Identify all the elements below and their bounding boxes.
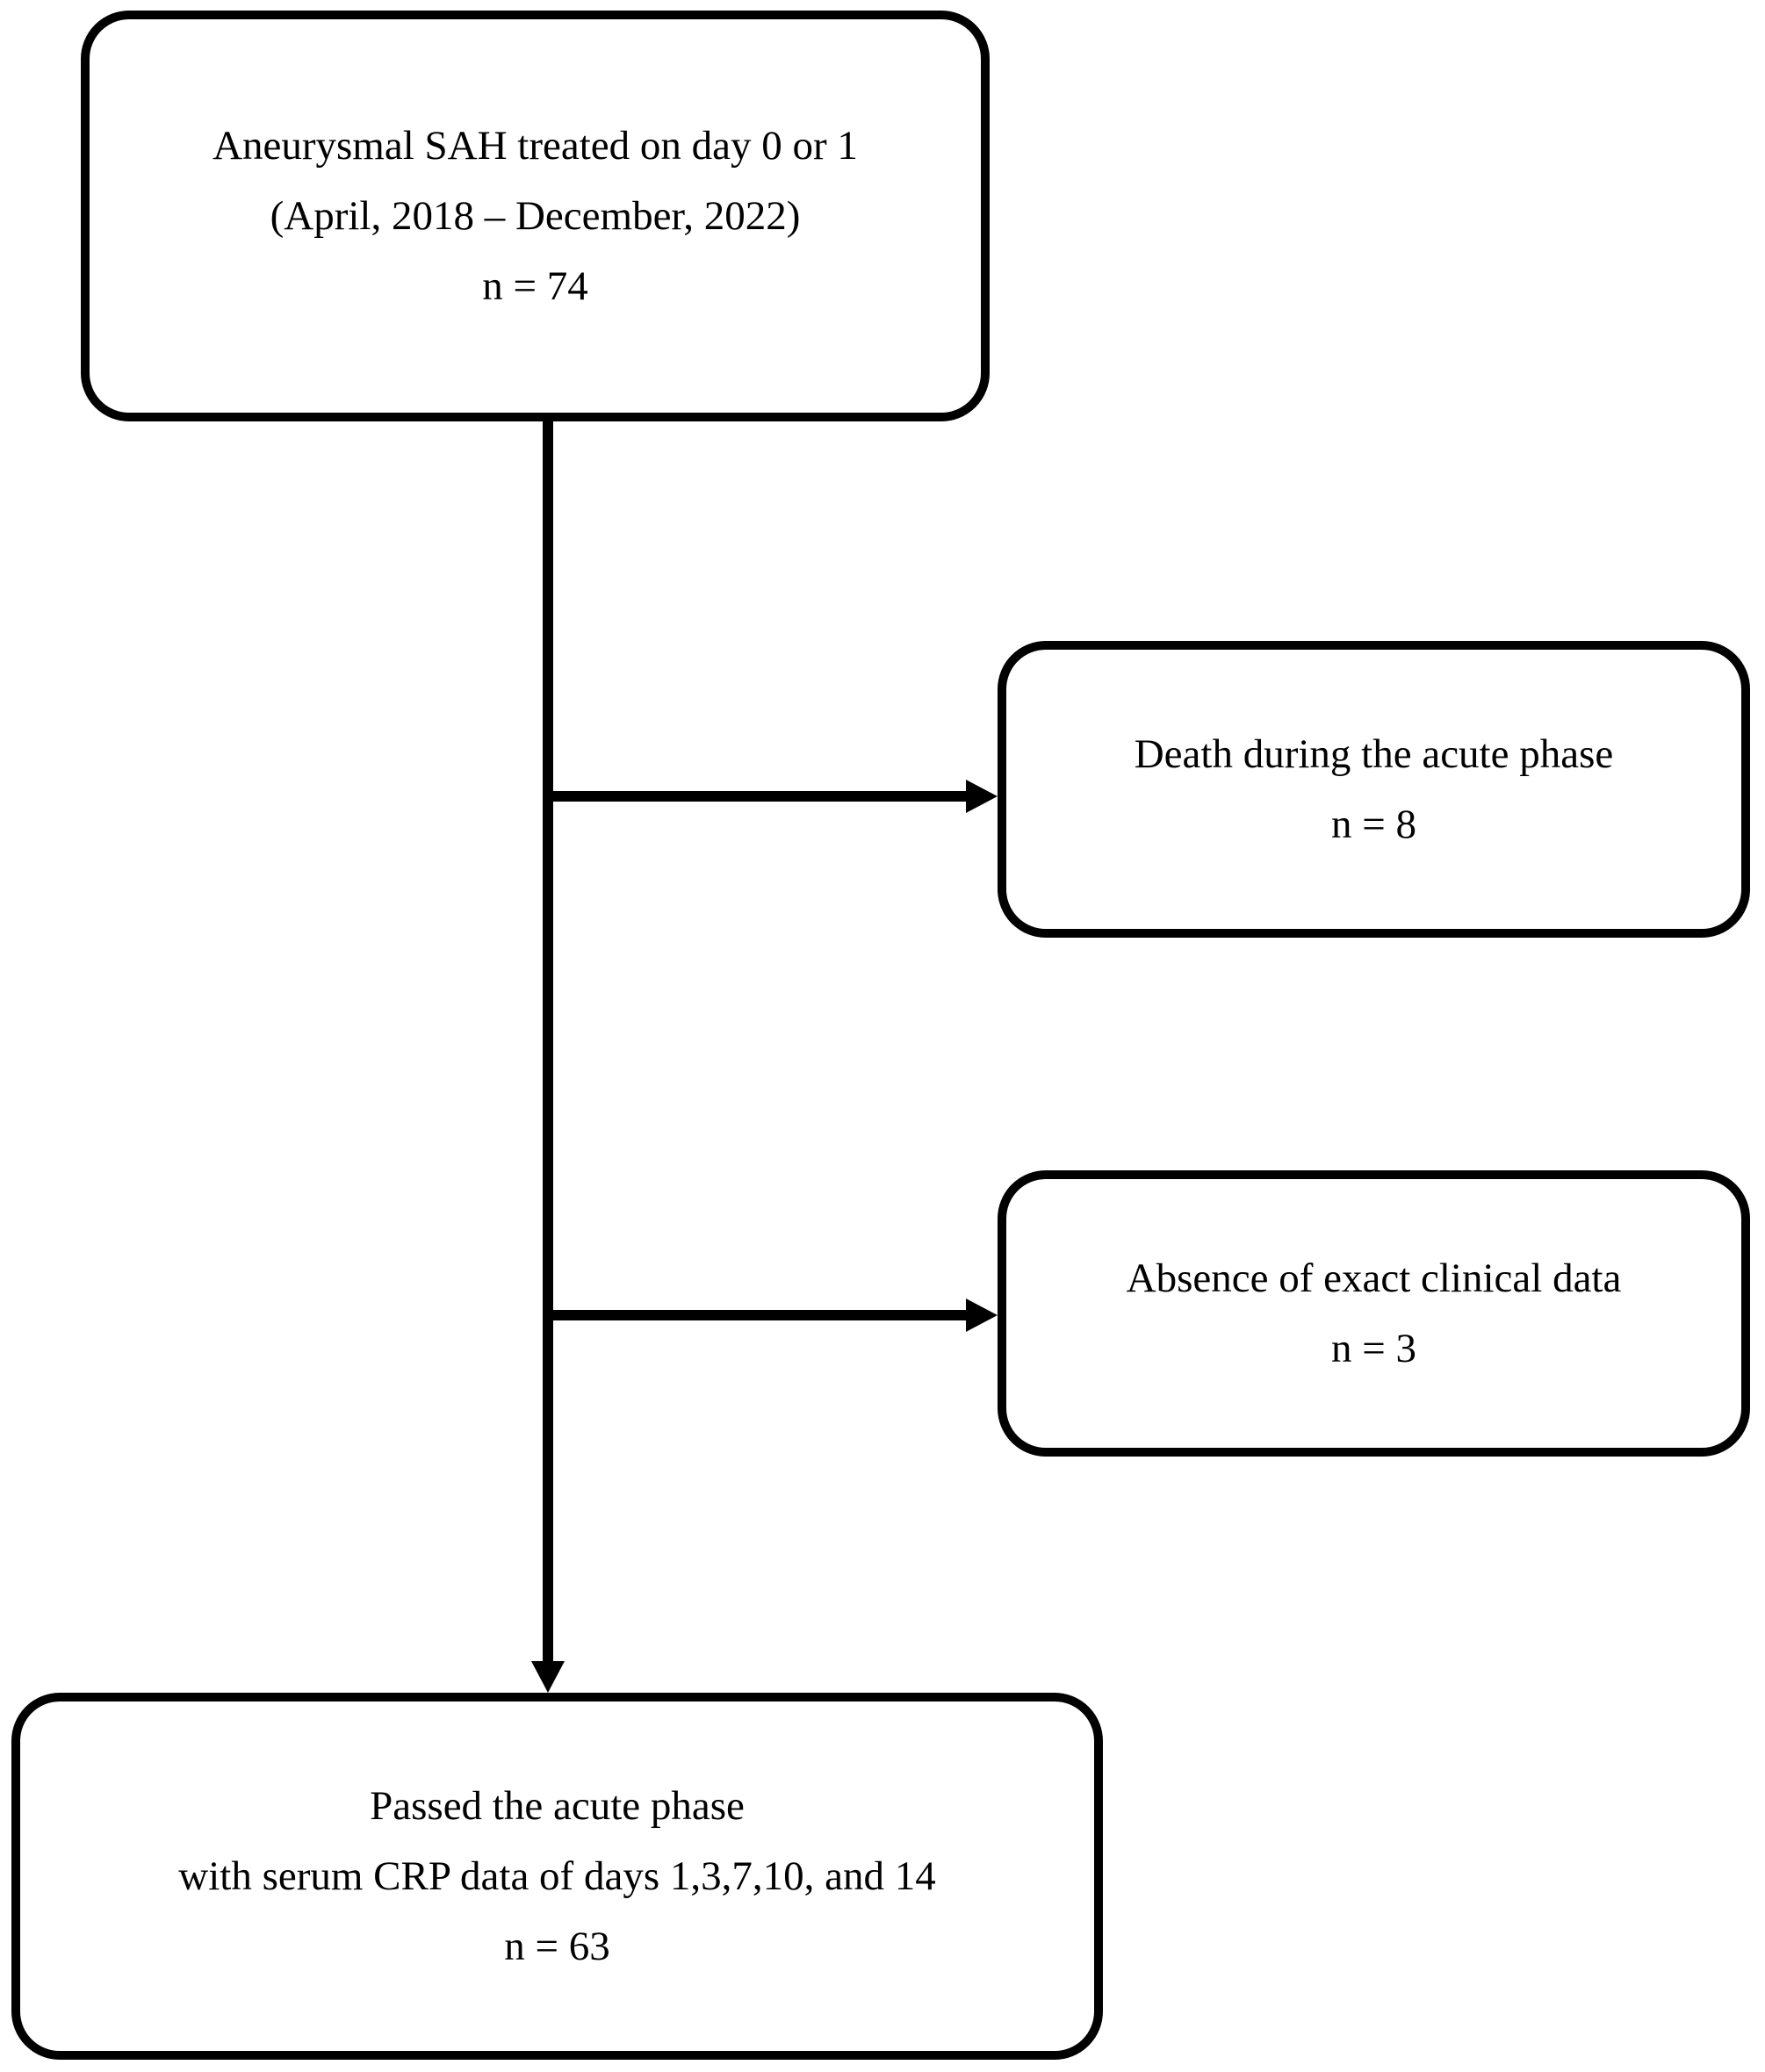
box-exclusion-death: Death during the acute phase n = 8 bbox=[998, 641, 1750, 938]
arrow-branch-data-arrowhead-icon bbox=[966, 1299, 998, 1332]
arrow-branch-death-shaft bbox=[548, 791, 968, 802]
arrow-branch-data-shaft bbox=[548, 1310, 968, 1320]
exclusion-death-count: n = 8 bbox=[1330, 802, 1416, 847]
box-enrollment: Aneurysmal SAH treated on day 0 or 1 (Ap… bbox=[81, 11, 990, 421]
arrow-main-arrowhead-icon bbox=[531, 1661, 565, 1693]
arrow-branch-death-arrowhead-icon bbox=[966, 780, 998, 813]
exclusion-death-line-1: Death during the acute phase bbox=[1134, 731, 1614, 777]
enrollment-count: n = 74 bbox=[482, 263, 588, 309]
enrollment-line-2: (April, 2018 – December, 2022) bbox=[270, 193, 801, 239]
exclusion-data-count: n = 3 bbox=[1330, 1326, 1416, 1371]
box-exclusion-data: Absence of exact clinical data n = 3 bbox=[998, 1170, 1750, 1457]
exclusion-data-line-1: Absence of exact clinical data bbox=[1126, 1255, 1622, 1301]
final-cohort-count: n = 63 bbox=[504, 1924, 610, 1969]
box-final-cohort: Passed the acute phase with serum CRP da… bbox=[11, 1693, 1103, 2060]
final-cohort-line-2: with serum CRP data of days 1,3,7,10, an… bbox=[178, 1853, 936, 1899]
final-cohort-line-1: Passed the acute phase bbox=[370, 1783, 745, 1829]
enrollment-line-1: Aneurysmal SAH treated on day 0 or 1 bbox=[213, 123, 858, 169]
arrow-main-shaft bbox=[543, 420, 553, 1663]
